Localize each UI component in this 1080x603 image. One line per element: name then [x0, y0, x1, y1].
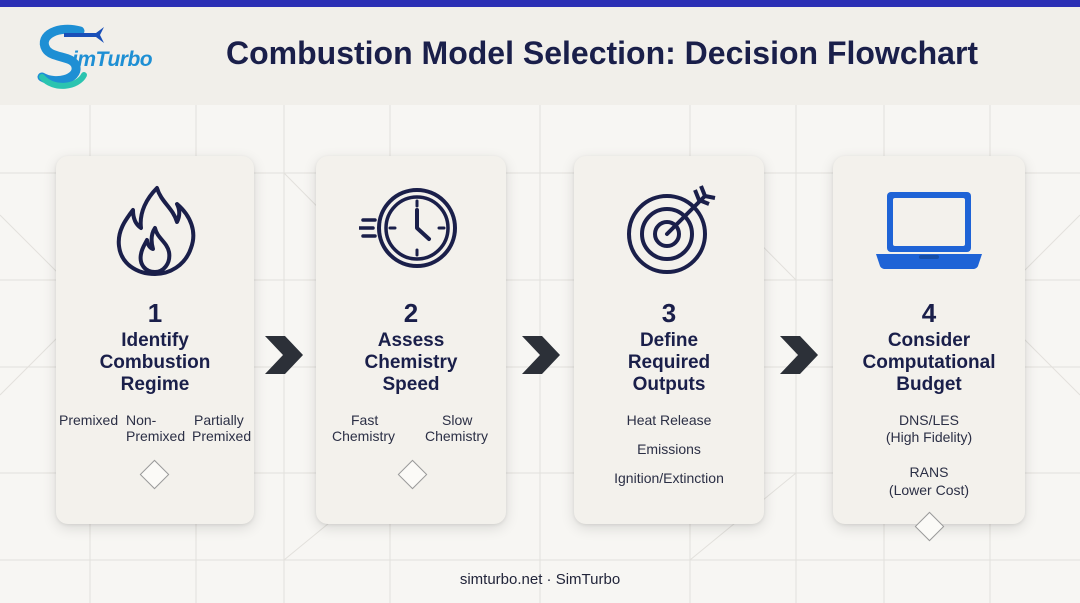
step-card-4: 4 Consider Computational Budget DNS/LES …	[833, 156, 1025, 542]
option-non-premixed-line2: Premixed	[126, 428, 186, 444]
option-fast-chemistry-line1: Fast	[351, 412, 379, 428]
step-heading: Assess Chemistry Speed	[364, 330, 458, 395]
step-heading: Identify Combustion Regime	[99, 330, 211, 395]
laptop-icon	[876, 192, 982, 269]
simturbo-logo	[37, 24, 104, 89]
option-rans: RANS	[909, 464, 949, 480]
option-non-premixed-line1: Non-	[126, 412, 157, 428]
header: imTurbo Combustion Model Selection: Deci…	[0, 7, 1080, 105]
page-title: Combustion Model Selection: Decision Flo…	[226, 35, 979, 71]
option-dns-les: DNS/LES	[899, 412, 959, 428]
option-partially-premixed-line1: Partially	[194, 412, 244, 428]
step-card-2: 2 Assess Chemistry Speed Fast Chemistry …	[316, 156, 506, 524]
option-premixed: Premixed	[59, 412, 119, 428]
step-number: 2	[403, 298, 419, 328]
step-heading: Consider Computational Budget	[862, 330, 996, 395]
option-heat-release: Heat Release	[626, 412, 712, 428]
step-number: 4	[921, 298, 937, 328]
step-card-1: 1 Identify Combustion Regime Premixed No…	[56, 156, 254, 524]
chevron-right-icon	[265, 336, 303, 374]
step-heading: Define Required Outputs	[627, 330, 711, 395]
step-card-3: 3 Define Required Outputs Heat Release E…	[574, 156, 764, 524]
option-emissions: Emissions	[637, 441, 701, 457]
option-partially-premixed-line2: Premixed	[192, 428, 252, 444]
decision-diamond	[139, 459, 170, 490]
flame-icon	[116, 186, 196, 276]
footer-credit: simturbo.net · SimTurbo	[459, 571, 621, 588]
logo-wordmark: imTurbo	[72, 48, 153, 71]
option-fast-chemistry-line2: Chemistry	[332, 428, 396, 444]
option-lower-cost: (Lower Cost)	[888, 482, 970, 498]
decision-diamond	[397, 459, 428, 490]
option-high-fidelity: (High Fidelity)	[885, 429, 973, 445]
clock-icon	[359, 188, 457, 268]
option-ignition-extinction: Ignition/Extinction	[614, 470, 724, 486]
top-accent-bar	[0, 0, 1080, 7]
chevron-right-icon	[522, 336, 560, 374]
option-slow-chemistry-line1: Slow	[442, 412, 473, 428]
target-icon	[627, 185, 716, 274]
chevron-right-icon	[780, 336, 818, 374]
step-number: 3	[661, 298, 677, 328]
step-number: 1	[147, 298, 163, 328]
option-slow-chemistry-line2: Chemistry	[425, 428, 489, 444]
